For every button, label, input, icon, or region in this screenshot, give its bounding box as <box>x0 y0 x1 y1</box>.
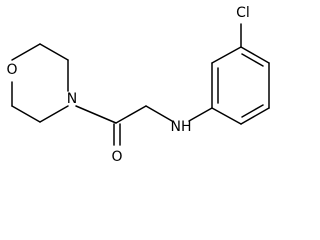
morpholine-nitrogen-label: N <box>67 91 77 107</box>
amide-linkage <box>75 105 213 146</box>
chlorine-label: Cl <box>236 5 250 21</box>
bond-o-c-upper-left <box>11 43 41 61</box>
bond-n-c-lower <box>39 105 69 123</box>
bond-nh-to-ring <box>188 107 213 122</box>
ring-double-bond-5-inner <box>241 104 264 118</box>
bond-c-c-upper <box>39 43 69 61</box>
bond-carbonyl-to-ch2 <box>115 105 147 124</box>
ring-double-bond-3-inner <box>241 53 264 67</box>
amine-nh-label: NH <box>171 119 192 135</box>
morpholine-ring <box>11 43 69 123</box>
ring-bond-5 <box>240 107 270 125</box>
bond-n-carbonyl-carbon <box>75 105 117 124</box>
chemical-structure-diagram: O N O NH Cl <box>6 5 270 165</box>
ring-bond-2 <box>211 46 242 64</box>
bond-ch2-to-nh <box>145 105 173 122</box>
ring-bond-6 <box>211 107 242 125</box>
morpholine-oxygen-label: O <box>6 62 17 78</box>
chlorophenyl-ring <box>211 23 270 125</box>
bond-c-c-lower <box>11 105 41 123</box>
ring-bond-3 <box>240 46 270 64</box>
carbonyl-oxygen-label: O <box>111 149 122 165</box>
